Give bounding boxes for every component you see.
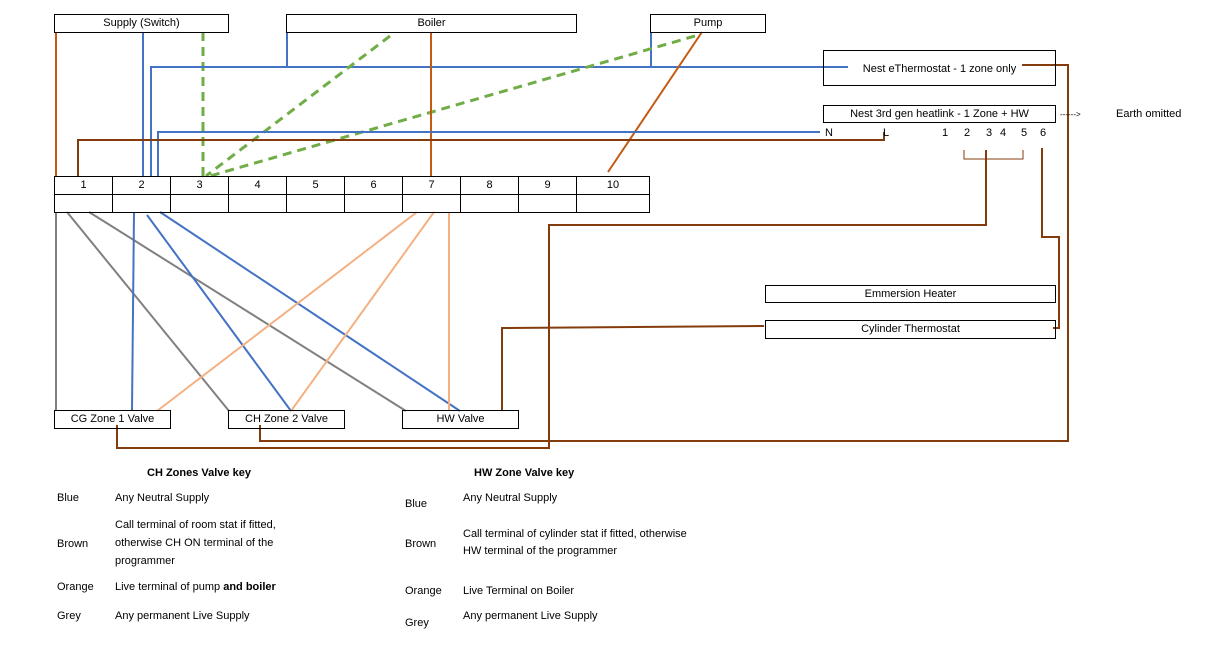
- orange-to-zone2: [290, 211, 435, 412]
- supply-switch-box: Supply (Switch): [54, 14, 229, 33]
- heatlink-6-to-cylstat-wire: [1041, 148, 1060, 329]
- ch-zone2-valve-label: CH Zone 2 Valve: [245, 413, 328, 425]
- junction-terminal-1: 1: [54, 176, 113, 195]
- junction-terminal-slot-6: [344, 194, 403, 213]
- thermostat-neutral-bus: [150, 66, 848, 176]
- heatlink-3-to-zone1-wire: [116, 150, 987, 449]
- cylstat-to-hw-valve-wire: [501, 325, 765, 411]
- nest-thermostat-box: Nest eThermostat - 1 zone only: [823, 50, 1056, 86]
- junction-terminal-slot-4: [228, 194, 287, 213]
- hw-valve-box: HW Valve: [402, 410, 519, 429]
- emmersion-heater-label: Emmersion Heater: [864, 288, 957, 300]
- junction-terminal-10: 10: [576, 176, 650, 195]
- junction-terminal-slot-1: [54, 194, 113, 213]
- junction-terminal-6: 6: [344, 176, 403, 195]
- hw-key-desc-orange: Live Terminal on Boiler: [463, 585, 575, 597]
- heatlink-terminal-3: 3: [986, 127, 993, 139]
- junction-terminal-slot-9: [518, 194, 577, 213]
- junction-terminal-8: 8: [460, 176, 519, 195]
- cylinder-thermostat-label: Cylinder Thermostat: [861, 323, 960, 335]
- ch-key-color-orange: Orange: [57, 581, 94, 593]
- heatlink-terminal-2: 2: [964, 127, 971, 139]
- ch-key-desc-orange: Live terminal of pump and boiler: [115, 581, 276, 594]
- junction-terminal-slot-8: [460, 194, 519, 213]
- ch-key-desc-grey: Any permanent Live Supply: [115, 610, 250, 622]
- hw-key-desc-brown: Call terminal of cylinder stat if fitted…: [463, 528, 687, 557]
- nest-thermostat-label: Nest eThermostat - 1 zone only: [862, 63, 1017, 75]
- grey-to-hw: [88, 211, 407, 412]
- junction-terminal-slot-7: [402, 194, 461, 213]
- hw-key-title: HW Zone Valve key: [474, 467, 575, 479]
- junction-terminal-slot-5: [286, 194, 345, 213]
- heatlink-terminal-l: L: [883, 127, 890, 139]
- boiler-box: Boiler: [286, 14, 577, 33]
- ch-key-color-grey: Grey: [57, 610, 81, 622]
- heatlink-terminal-5: 5: [1021, 127, 1028, 139]
- supply-label: Supply (Switch): [103, 17, 180, 29]
- blue-to-hw: [159, 211, 461, 412]
- hw-key-desc-blue: Any Neutral Supply: [463, 492, 558, 504]
- heatlink-box: Nest 3rd gen heatlink - 1 Zone + HW: [823, 105, 1056, 123]
- junction-terminal-9: 9: [518, 176, 577, 195]
- blue-to-zone2: [146, 214, 292, 412]
- hw-key-color-orange: Orange: [405, 585, 442, 597]
- hw-key-color-brown: Brown: [405, 538, 437, 550]
- ch-key-color-brown: Brown: [57, 538, 89, 550]
- junction-terminal-5: 5: [286, 176, 345, 195]
- pump-live-wire: [607, 31, 703, 173]
- earth-omitted-note: Earth omitted: [1116, 108, 1182, 120]
- cylinder-thermostat-box: Cylinder Thermostat: [765, 320, 1056, 339]
- heatlink-neutral-wire: [157, 131, 820, 176]
- ch-key-desc-orange-text: Live terminal of pump: [115, 581, 224, 593]
- emmersion-heater-box: Emmersion Heater: [765, 285, 1056, 303]
- orange-to-zone1: [156, 211, 418, 412]
- junction-terminal-7: 7: [402, 176, 461, 195]
- junction-terminal-slot-10: [576, 194, 650, 213]
- heatlink-terminal-1: 1: [942, 127, 949, 139]
- heatlink-label: Nest 3rd gen heatlink - 1 Zone + HW: [850, 108, 1029, 120]
- pump-earth-wire: [209, 34, 696, 178]
- blue-to-zone1: [131, 211, 135, 412]
- cg-zone1-valve-box: CG Zone 1 Valve: [54, 410, 171, 429]
- heatlink-terminal-6: 6: [1040, 127, 1047, 139]
- junction-terminal-slot-2: [112, 194, 171, 213]
- junction-terminal-2: 2: [112, 176, 171, 195]
- ch-zone2-valve-box: CH Zone 2 Valve: [228, 410, 345, 429]
- hw-valve-label: HW Valve: [436, 413, 485, 425]
- pump-box: Pump: [650, 14, 766, 33]
- hw-key-color-blue: Blue: [405, 498, 428, 510]
- hw-key-desc-grey: Any permanent Live Supply: [463, 610, 598, 622]
- heatlink-terminal-n: N: [825, 127, 833, 139]
- junction-terminal-3: 3: [170, 176, 229, 195]
- junction-terminal-4: 4: [228, 176, 287, 195]
- boiler-earth-wire: [205, 34, 391, 178]
- ch-key-title: CH Zones Valve key: [147, 467, 251, 479]
- thermostat-to-zone2-wire: [259, 64, 1069, 442]
- earth-arrow: ------>: [1060, 110, 1081, 119]
- heatlink-terminal-4: 4: [1000, 127, 1007, 139]
- ch-key-desc-blue: Any Neutral Supply: [115, 492, 210, 504]
- pump-label: Pump: [693, 17, 723, 29]
- heatlink-live-wire: [77, 132, 885, 176]
- ch-key-desc-brown: Call terminal of room stat if fitted, ot…: [115, 519, 276, 567]
- junction-terminal-slot-3: [170, 194, 229, 213]
- heatlink-link-2-5: [963, 150, 1024, 160]
- boiler-label: Boiler: [417, 17, 446, 29]
- cg-zone1-valve-label: CG Zone 1 Valve: [70, 413, 155, 425]
- hw-key-color-grey: Grey: [405, 617, 429, 629]
- grey-to-zone2: [66, 211, 230, 412]
- ch-key-color-blue: Blue: [57, 492, 80, 504]
- ch-key-desc-orange-bold: and boiler: [223, 581, 276, 593]
